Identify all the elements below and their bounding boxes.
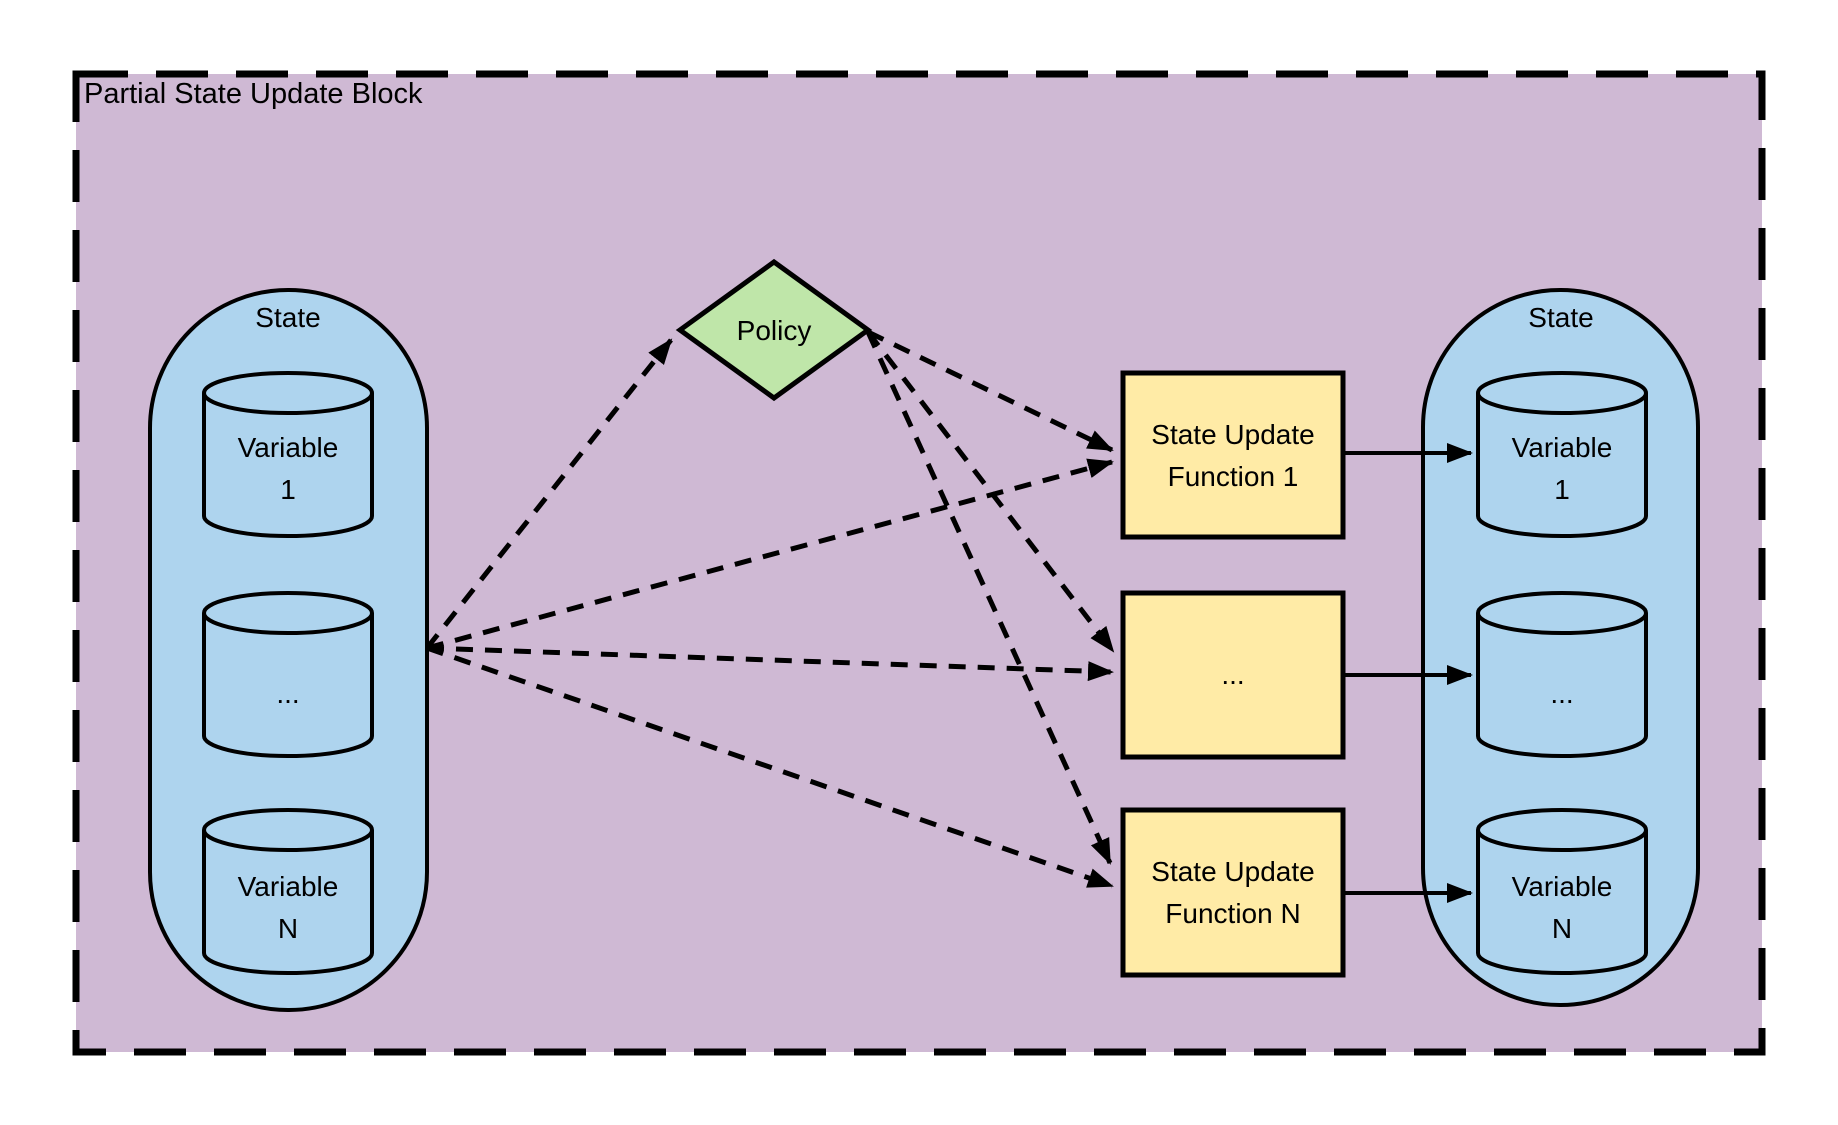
arrow-state-to-policy (425, 338, 673, 650)
function-n-rect (1120, 807, 1346, 978)
right-variable-ellipsis-label: ... (1550, 678, 1573, 709)
left-variable-n-label-line1: Variable (238, 871, 339, 902)
right-variable-1-label-line1: Variable (1512, 432, 1613, 463)
state-update-function-1-box: State Update Function 1 (1120, 370, 1346, 540)
function-n-label-line1: State Update (1151, 856, 1314, 887)
left-variable-n-cylinder: Variable N (202, 808, 374, 975)
block-title: Partial State Update Block (84, 78, 423, 110)
right-variable-n-label-line1: Variable (1512, 871, 1613, 902)
cylinder-body (1476, 393, 1648, 538)
function-1-label-line2: Function 1 (1168, 461, 1299, 492)
cylinder-top (1476, 371, 1648, 415)
function-1-rect (1120, 370, 1346, 540)
cylinder-top (202, 591, 374, 635)
right-variable-n-label-line2: N (1552, 913, 1572, 944)
left-state-label: State (255, 302, 320, 333)
cylinder-top (202, 808, 374, 852)
state-update-function-n-box: State Update Function N (1120, 807, 1346, 978)
right-variable-ellipsis-cylinder: ... (1476, 591, 1648, 758)
left-variable-ellipsis-label: ... (276, 678, 299, 709)
arrow-policy-to-function-n (865, 330, 1113, 865)
left-state-container: State Variable 1 ... Variable N (148, 288, 429, 1012)
cylinder-body (202, 393, 374, 538)
arrow-policy-to-function-ellipsis (866, 330, 1115, 653)
cylinder-body (202, 830, 374, 975)
left-variable-1-cylinder: Variable 1 (202, 371, 374, 538)
right-variable-1-label-line2: 1 (1554, 474, 1570, 505)
right-state-label: State (1528, 302, 1593, 333)
arrow-state-to-function-n (426, 645, 1114, 889)
policy-label: Policy (737, 315, 812, 346)
cylinder-body (1476, 613, 1648, 758)
right-variable-1-cylinder: Variable 1 (1476, 371, 1648, 538)
right-variable-n-cylinder: Variable N (1476, 808, 1648, 975)
policy-diamond (675, 258, 873, 402)
left-variable-1-label-line2: 1 (280, 474, 296, 505)
cylinder-body (1476, 830, 1648, 975)
arrow-policy-to-function-1 (866, 329, 1114, 453)
cylinder-top (1476, 591, 1648, 635)
state-update-function-ellipsis-box: ... (1120, 590, 1346, 760)
left-variable-ellipsis-cylinder: ... (202, 591, 374, 758)
function-n-label-line2: Function N (1165, 898, 1300, 929)
function-1-label-line1: State Update (1151, 419, 1314, 450)
function-ellipsis-label: ... (1221, 659, 1244, 690)
left-variable-1-label-line1: Variable (238, 432, 339, 463)
left-variable-n-label-line2: N (278, 913, 298, 944)
cylinder-top (202, 371, 374, 415)
right-state-container: State Variable 1 ... Variable N (1421, 288, 1700, 1007)
cylinder-top (1476, 808, 1648, 852)
cylinder-body (202, 613, 374, 758)
function-ellipsis-rect (1120, 590, 1346, 760)
arrow-state-to-function-1 (426, 458, 1114, 651)
policy-node: Policy (675, 258, 873, 402)
